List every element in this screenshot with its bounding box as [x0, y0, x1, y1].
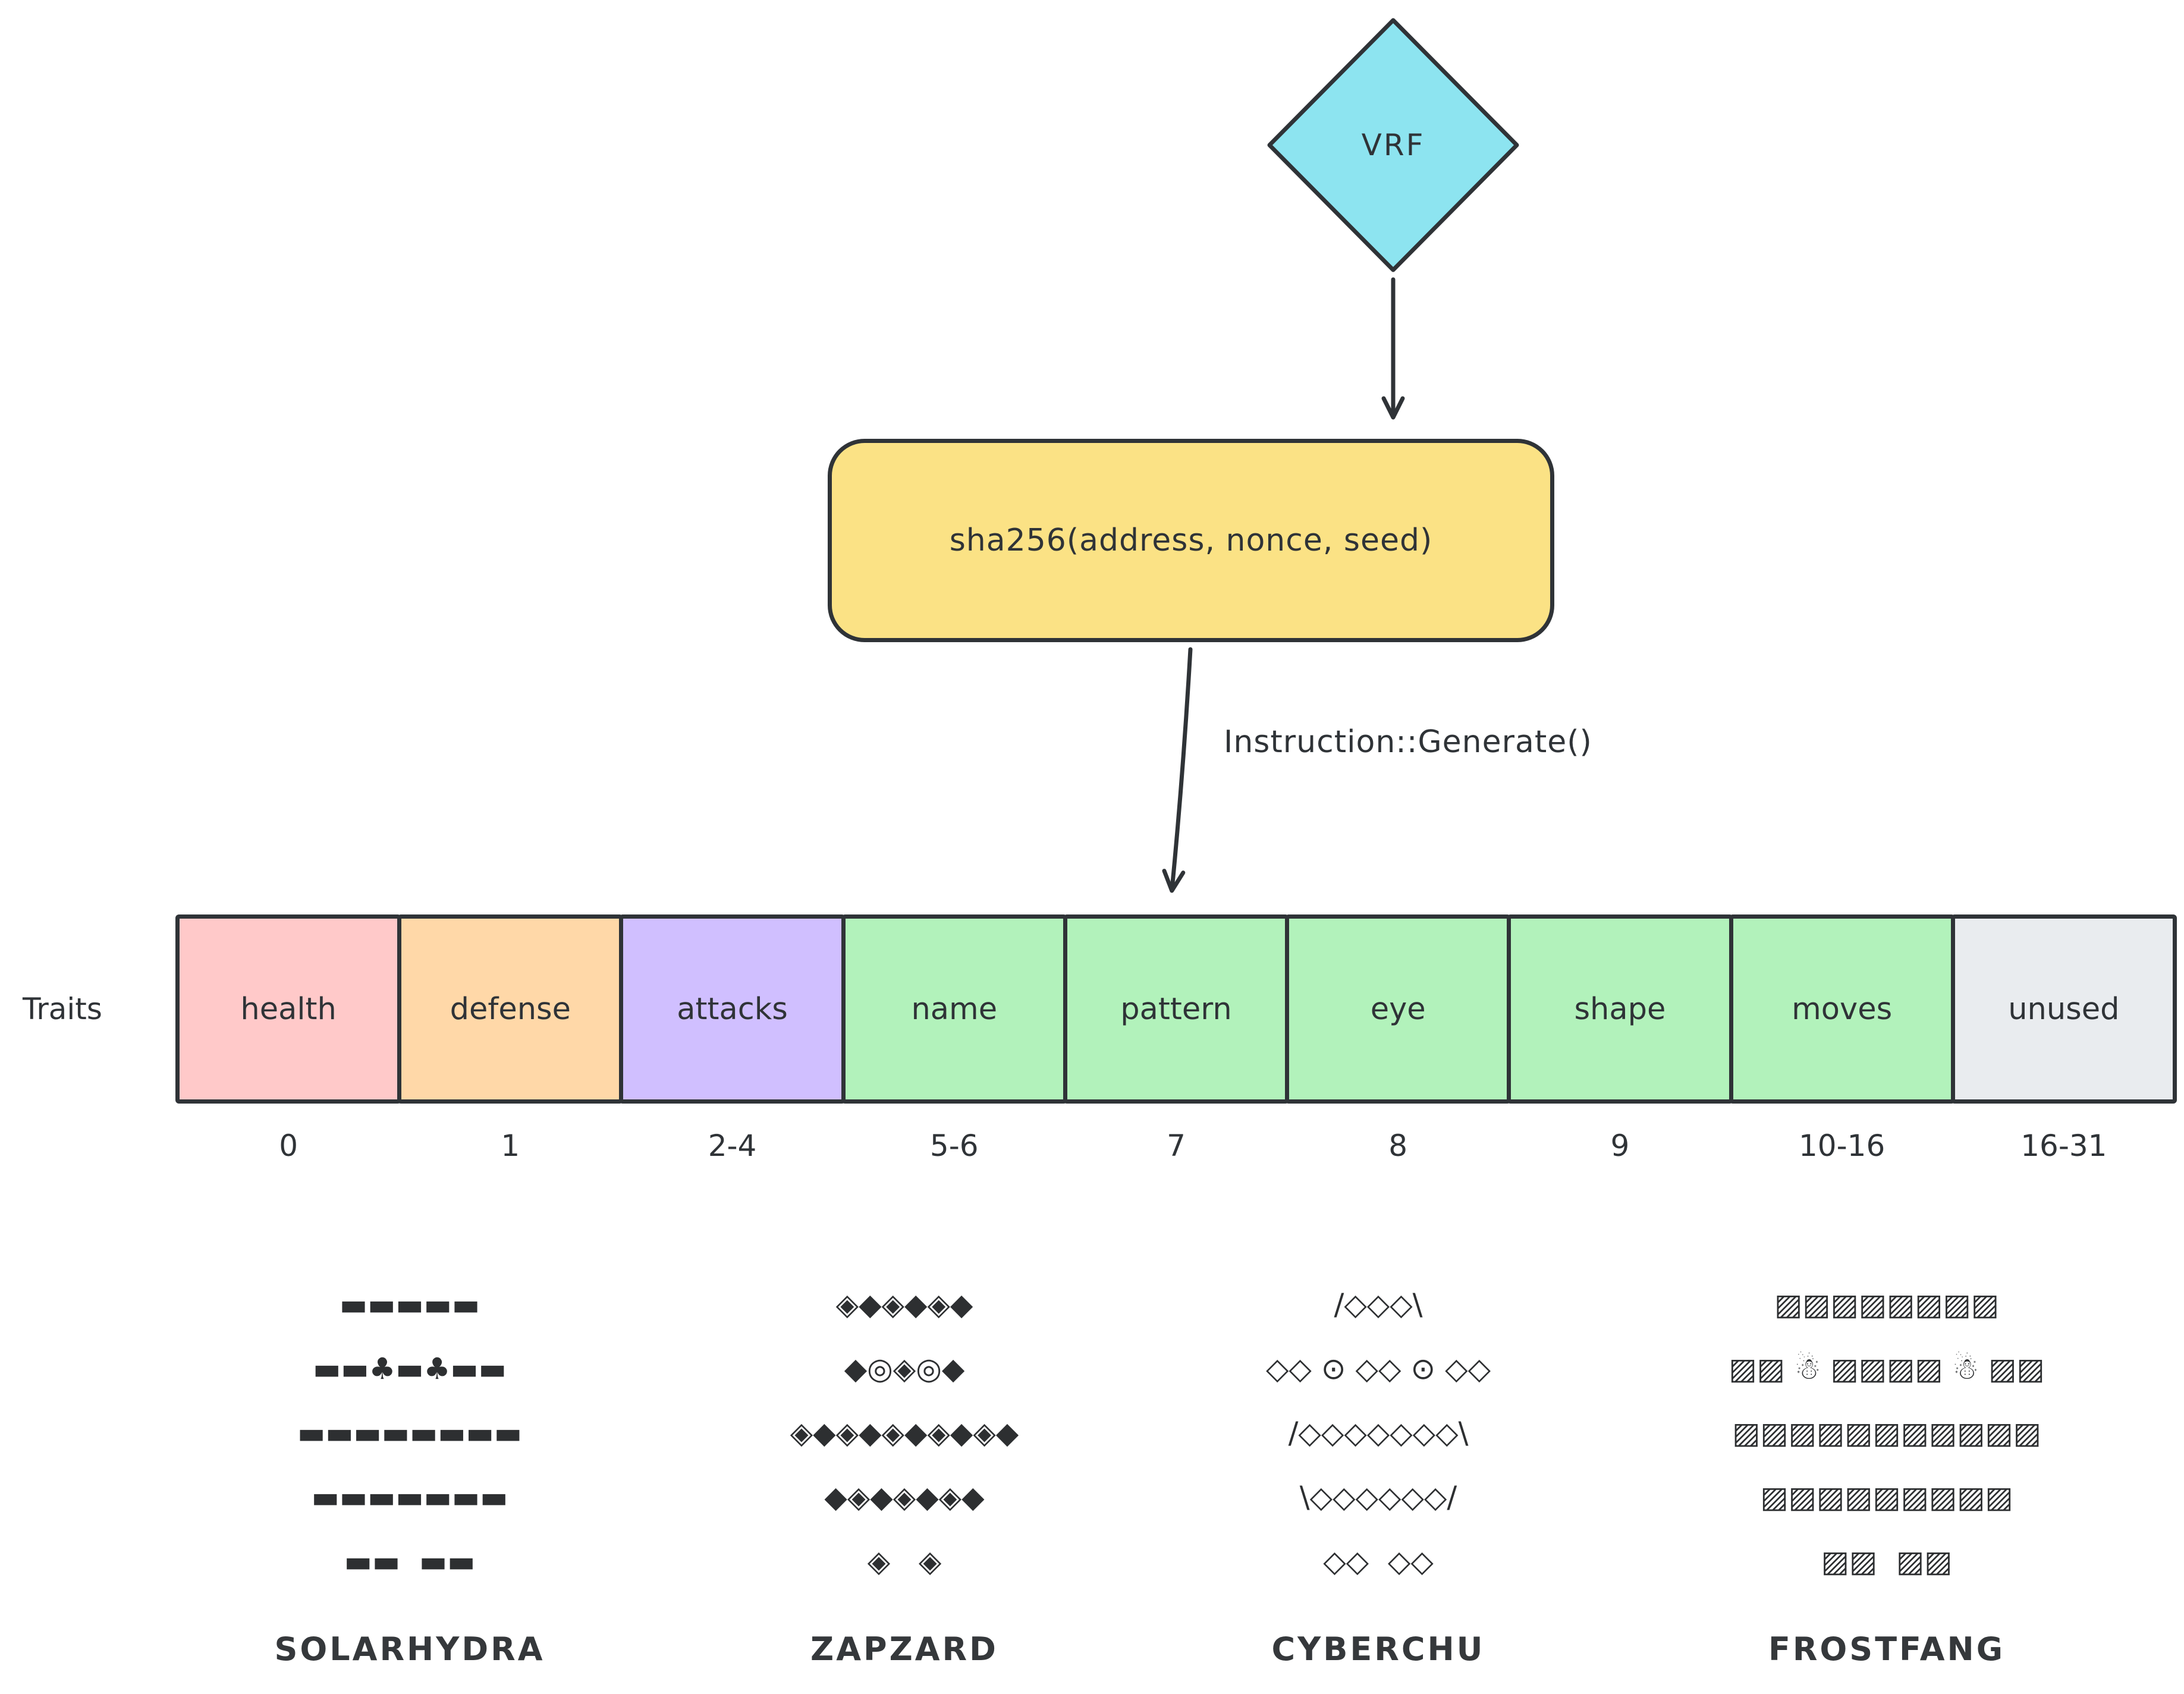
trait-box-eye: eye [1285, 914, 1511, 1104]
trait-box-moves: moves [1729, 914, 1955, 1104]
trait-bytes-attacks: 2-4 [708, 1129, 757, 1163]
trait-segment-eye: eye 8 [1285, 914, 1511, 1163]
trait-segment-name: name 5-6 [841, 914, 1067, 1163]
generate-instruction-label: Instruction::Generate() [1224, 724, 1592, 760]
creature-art: /◇◇◇\◇◇ ⊙ ◇◇ ⊙ ◇◇/◇◇◇◇◇◇◇\\◇◇◇◇◇◇/◇◇ ◇◇ [1265, 1287, 1491, 1579]
creature-frostfang: ▨▨▨▨▨▨▨▨▨▨ ☃ ▨▨▨▨ ☃ ▨▨▨▨▨▨▨▨▨▨▨▨▨▨▨▨▨▨▨▨… [1643, 1272, 2130, 1668]
trait-box-pattern: pattern [1063, 914, 1290, 1104]
trait-box-attacks: attacks [619, 914, 846, 1104]
trait-bytes-defense: 1 [501, 1129, 520, 1163]
arrow-hash-to-traits [1162, 647, 1193, 893]
trait-segment-defense: defense 1 [397, 914, 624, 1163]
trait-bytes-pattern: 7 [1167, 1129, 1186, 1163]
trait-segment-unused: unused 16-31 [1950, 914, 2177, 1163]
trait-segment-pattern: pattern 7 [1063, 914, 1290, 1163]
trait-bytes-health: 0 [279, 1129, 298, 1163]
creature-zapzard: ◈◆◈◆◈◆◆◎◈◎◆◈◆◈◆◈◆◈◆◈◆◆◈◆◈◆◈◆◈ ◈ ZAPZARD [661, 1272, 1148, 1668]
creature-name: FROSTFANG [1768, 1630, 2006, 1668]
vrf-node: VRF [1265, 15, 1522, 275]
trait-box-name: name [841, 914, 1067, 1104]
sha256-node: sha256(address, nonce, seed) [828, 439, 1554, 642]
creature-art: ▬▬▬▬▬▬▬♣▬♣▬▬▬▬▬▬▬▬▬▬▬▬▬▬▬▬▬▬▬ ▬▬ [297, 1287, 522, 1579]
sha256-label: sha256(address, nonce, seed) [949, 523, 1433, 558]
traits-axis-label: Traits [23, 992, 102, 1026]
trait-box-unused: unused [1950, 914, 2177, 1104]
trait-segment-attacks: attacks 2-4 [619, 914, 846, 1163]
creature-cyberchu: /◇◇◇\◇◇ ⊙ ◇◇ ⊙ ◇◇/◇◇◇◇◇◇◇\\◇◇◇◇◇◇/◇◇ ◇◇ C… [1135, 1272, 1622, 1668]
creature-art: ▨▨▨▨▨▨▨▨▨▨ ☃ ▨▨▨▨ ☃ ▨▨▨▨▨▨▨▨▨▨▨▨▨▨▨▨▨▨▨▨… [1729, 1287, 2045, 1579]
trait-segment-shape: shape 9 [1507, 914, 1733, 1163]
traits-bar: health 0 defense 1 attacks 2-4 name 5-6 pattern 7… [175, 914, 2177, 1163]
vrf-label: VRF [1361, 128, 1425, 162]
trait-box-defense: defense [397, 914, 624, 1104]
trait-bytes-moves: 10-16 [1798, 1129, 1886, 1163]
creature-solarhydra: ▬▬▬▬▬▬▬♣▬♣▬▬▬▬▬▬▬▬▬▬▬▬▬▬▬▬▬▬▬ ▬▬ SOLARHYD… [166, 1272, 653, 1668]
creature-art: ◈◆◈◆◈◆◆◎◈◎◆◈◆◈◆◈◆◈◆◈◆◆◈◆◈◆◈◆◈ ◈ [790, 1287, 1019, 1579]
creature-name: CYBERCHU [1271, 1630, 1485, 1668]
trait-bytes-eye: 8 [1388, 1129, 1408, 1163]
trait-segment-health: health 0 [175, 914, 402, 1163]
trait-bytes-unused: 16-31 [2020, 1129, 2107, 1163]
diamond-shape [1267, 18, 1519, 272]
trait-bytes-name: 5-6 [929, 1129, 979, 1163]
trait-box-shape: shape [1507, 914, 1733, 1104]
trait-box-health: health [175, 914, 402, 1104]
creature-name: SOLARHYDRA [274, 1630, 545, 1668]
creature-name: ZAPZARD [810, 1630, 998, 1668]
trait-bytes-shape: 9 [1610, 1129, 1630, 1163]
trait-segment-moves: moves 10-16 [1729, 914, 1955, 1163]
